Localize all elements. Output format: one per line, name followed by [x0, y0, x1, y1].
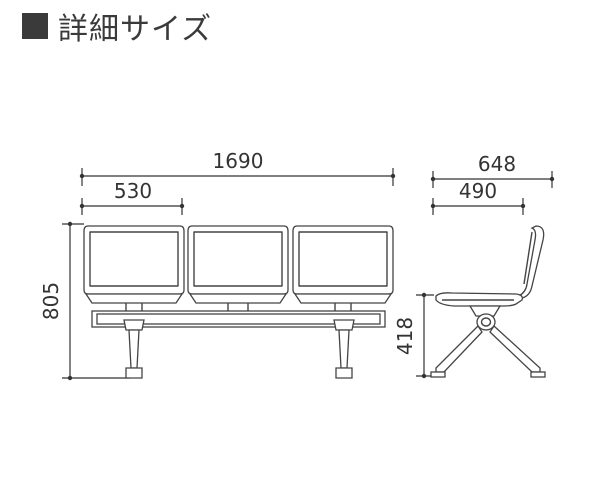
dim-seat-height-418: 418 — [393, 292, 440, 379]
seat-front-3 — [292, 225, 394, 304]
square-icon — [22, 13, 48, 39]
label-seat-depth: 490 — [459, 179, 497, 203]
dim-seat-depth-490: 490 — [430, 179, 526, 215]
seat-front-1 — [83, 225, 185, 304]
label-depth: 648 — [478, 152, 516, 176]
leg-hub — [476, 313, 496, 331]
dim-width-1690: 1690 — [79, 149, 396, 186]
page-title: 詳細サイズ — [58, 12, 213, 47]
section-header: 詳細サイズ — [22, 6, 213, 47]
label-width: 1690 — [213, 149, 264, 173]
leg-left — [123, 319, 145, 379]
label-seat-width: 530 — [114, 179, 152, 203]
seat-front-2 — [187, 225, 289, 304]
label-seat-height: 418 — [393, 317, 417, 355]
dim-height-805: 805 — [39, 221, 130, 381]
bench-front-view — [83, 225, 394, 379]
leg-right — [333, 319, 355, 379]
bench-side-view — [430, 225, 546, 378]
dim-seat-width-530: 530 — [79, 179, 185, 215]
label-height: 805 — [39, 282, 63, 320]
dim-depth-648: 648 — [430, 152, 555, 188]
